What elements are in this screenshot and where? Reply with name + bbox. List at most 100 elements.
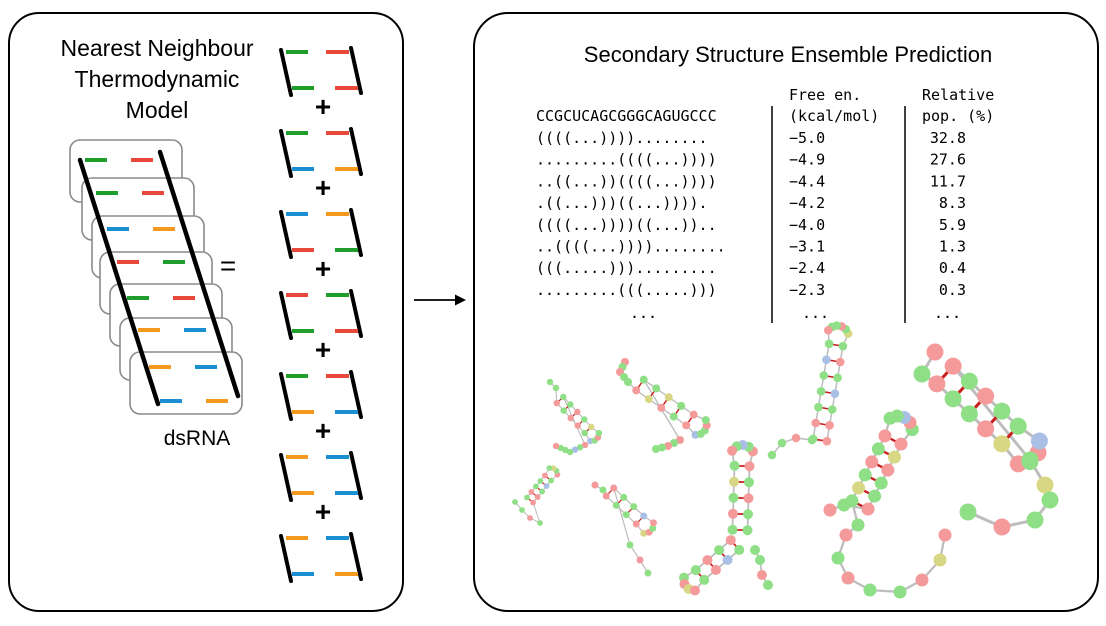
- nucleotide-node: [808, 434, 818, 444]
- nucleotide-node: [624, 378, 632, 386]
- nucleotide-node: [581, 429, 588, 437]
- nucleotide-node: [763, 580, 773, 590]
- nucleotide-node: [690, 565, 701, 576]
- nucleotide-node: [933, 553, 947, 567]
- dsrna-label: dsRNA: [164, 427, 231, 450]
- plus-sign: +: [315, 415, 331, 446]
- structure-drawing: [512, 465, 561, 526]
- nucleotide-node: [816, 387, 826, 396]
- nucleotide-node: [1036, 476, 1054, 494]
- nucleotide-node: [591, 481, 599, 489]
- dsrna-strand-right: [157, 149, 241, 399]
- nucleotide-node: [701, 416, 710, 425]
- nucleotide-node: [725, 535, 736, 546]
- nucleotide-node: [537, 478, 544, 484]
- nucleotide-node: [727, 524, 738, 535]
- nucleotide-node: [581, 441, 589, 449]
- relative-population-value: 1.3: [939, 238, 966, 256]
- nucleotide-node: [588, 423, 595, 431]
- nucleotide-node: [610, 484, 618, 492]
- nucleotide-node: [574, 408, 581, 416]
- structure-dotbracket: .((...)))((...)))).: [536, 194, 708, 212]
- nucleotide-node: [649, 524, 657, 532]
- structure-drawing: [591, 481, 657, 577]
- plus-sign: +: [315, 334, 331, 365]
- nucleotide-node: [658, 443, 666, 452]
- relative-population-value: 11.7: [930, 172, 966, 190]
- dsrna-stack: [69, 139, 243, 415]
- right-panel: [473, 12, 1099, 612]
- nucleotide-node: [822, 436, 832, 446]
- nucleotide-node: [552, 442, 560, 450]
- nucleotide-node: [823, 325, 833, 335]
- nucleotide-node: [533, 483, 539, 490]
- nucleotide-node: [581, 416, 588, 423]
- nucleotide-node: [519, 507, 525, 513]
- nucleotide-node: [552, 384, 560, 392]
- nucleotide-node: [644, 395, 653, 404]
- energy-ellipsis: ...: [802, 304, 829, 322]
- nucleotide-node: [567, 401, 574, 408]
- nucleotide-node: [841, 571, 855, 585]
- nucleotide-node: [630, 503, 638, 511]
- nn-motif: [279, 127, 363, 178]
- nucleotide-node: [811, 418, 821, 428]
- plus-sign: +: [315, 172, 331, 203]
- pop-header-line-1: Relative: [922, 86, 994, 104]
- nucleotide-node: [767, 450, 777, 460]
- nucleotide-node: [560, 393, 567, 401]
- relative-population-value: 0.4: [939, 259, 966, 277]
- nucleotide-node: [734, 544, 745, 555]
- nucleotide-node: [977, 387, 995, 405]
- nucleotide-node: [546, 465, 553, 471]
- nucleotide-node: [743, 493, 754, 504]
- nn-motif: [279, 208, 363, 259]
- nucleotide-node: [599, 486, 607, 494]
- nucleotide-node: [524, 494, 530, 501]
- relative-population-value: 32.8: [930, 129, 966, 147]
- structure-dotbracket: (((.....))).........: [536, 259, 717, 277]
- nucleotide-node: [977, 420, 995, 438]
- nucleotide-node: [652, 445, 660, 453]
- nucleotide-node: [622, 511, 630, 519]
- nucleotide-node: [539, 488, 545, 495]
- free-energy-value: −2.4: [789, 259, 825, 277]
- structure-dotbracket: ..((...))((((...)))): [536, 172, 717, 190]
- nucleotide-node: [831, 551, 845, 565]
- nucleotide-node: [676, 436, 684, 444]
- nn-motif: [279, 46, 363, 97]
- relative-population-value: 8.3: [939, 194, 966, 212]
- structure-drawing: [616, 358, 711, 453]
- nucleotide-node: [830, 389, 840, 398]
- structure-drawing: [727, 440, 758, 536]
- equals-sign: =: [220, 250, 236, 281]
- nucleotide-node: [824, 339, 834, 349]
- nucleotide-node: [729, 460, 740, 471]
- free-energy-value: −5.0: [789, 129, 825, 147]
- nucleotide-node: [1021, 451, 1039, 469]
- nucleotide-node: [649, 519, 657, 527]
- nucleotide-node: [915, 573, 929, 587]
- structure-dotbracket: ((((...))))........: [536, 129, 708, 147]
- nucleotide-node: [865, 455, 879, 469]
- nucleotide-node: [814, 402, 823, 412]
- nucleotide-node: [620, 493, 628, 501]
- nucleotide-node: [1030, 432, 1048, 450]
- nucleotide-node: [670, 439, 678, 447]
- nucleotide-node: [543, 483, 550, 489]
- nucleotide-node: [861, 502, 875, 516]
- nucleotide-node: [546, 378, 554, 386]
- pop-ellipsis: ...: [934, 304, 961, 322]
- nucleotide-node: [819, 371, 829, 380]
- nucleotide-node: [612, 501, 620, 509]
- nucleotide-node: [640, 529, 648, 537]
- nucleotide-node: [755, 555, 765, 565]
- free-energy-value: −4.2: [789, 194, 825, 212]
- nucleotide-node: [657, 403, 666, 412]
- structure-table: CCGCUCAGCGGGCAGUGCCC Free en. (kcal/mol)…: [536, 86, 994, 323]
- structure-ellipsis: ...: [630, 304, 657, 322]
- structure-dotbracket: ((((...))))((...))..: [536, 216, 717, 234]
- flow-arrow: [414, 294, 466, 306]
- energy-header-line-2: (kcal/mol): [789, 107, 879, 125]
